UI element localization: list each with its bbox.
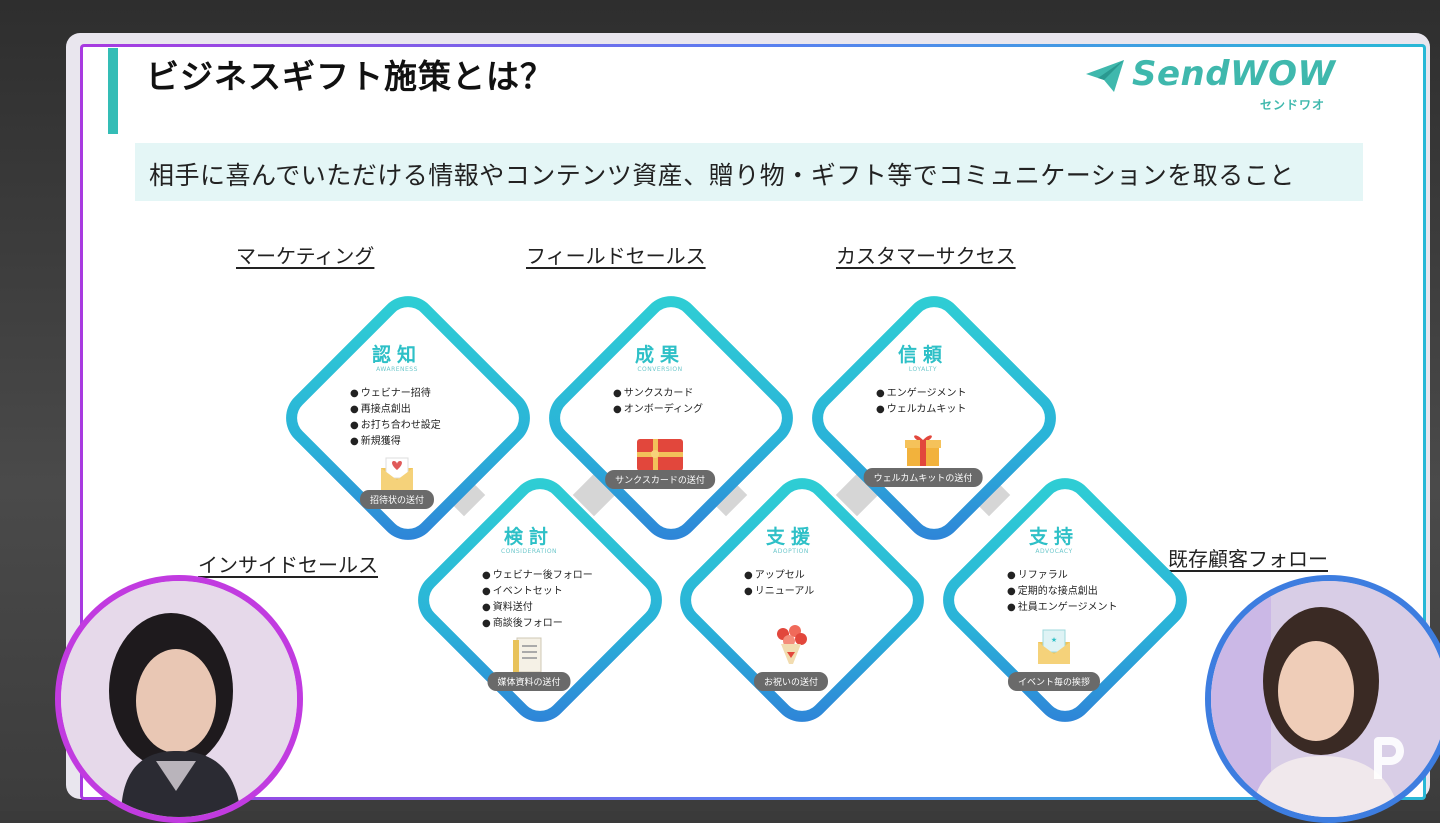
stage-item: 資料送付 xyxy=(482,600,593,616)
stage-card-loyalty: 信頼 LOYALTY エンゲージメント ウェルカムキット ウェルカムキットの送付 xyxy=(798,282,1069,553)
stage-card-conversion: 成果 CONVERSION サンクスカード オンボーディング サンクスカードの送… xyxy=(535,282,806,553)
stage-item: 再接点創出 xyxy=(350,402,441,418)
gift-box-icon xyxy=(905,435,941,466)
gift-card-icon xyxy=(637,439,683,471)
stage-items: ウェビナー後フォロー イベントセット 資料送付 商談後フォロー xyxy=(482,568,593,632)
stage-item: イベントセット xyxy=(482,584,593,600)
p-logo-icon xyxy=(1374,737,1404,779)
stage-item: ウェルカムキット xyxy=(876,402,967,418)
role-existing-customer-follow: 既存顧客フォロー xyxy=(1168,547,1328,571)
stage-card-adoption: 支援 ADOPTION アップセル リニューアル お祝いの送付 xyxy=(666,464,937,735)
tagline-box: 相手に喜んでいただける情報やコンテンツ資産、贈り物・ギフト等でコミュニケーション… xyxy=(135,143,1363,201)
logo-text: SendWOW xyxy=(1132,54,1336,94)
stage-item: リニューアル xyxy=(744,584,815,600)
greeting-card-icon: ★ xyxy=(1038,629,1070,664)
stage-subtitle: ADVOCACY xyxy=(1035,548,1073,555)
slide-title: ビジネスギフト施策とは？ xyxy=(146,57,554,96)
presenter-left-video xyxy=(55,575,303,823)
stage-subtitle: ADOPTION xyxy=(773,548,809,555)
stage-badge: イベント毎の挨拶 xyxy=(1007,672,1101,691)
title-accent-bar xyxy=(108,48,118,134)
stage-title: 認知 xyxy=(371,344,422,366)
flower-bouquet-icon xyxy=(777,625,807,664)
stage-item: オンボーディング xyxy=(613,402,703,418)
stage-title: 支持 xyxy=(1028,526,1079,548)
role-customer-success: カスタマーサクセス xyxy=(836,244,1016,268)
stage-item: 社員エンゲージメント xyxy=(1007,600,1118,616)
stage-items: アップセル リニューアル xyxy=(744,568,815,600)
stage-title: 支援 xyxy=(765,526,816,548)
stage-items: サンクスカード オンボーディング xyxy=(613,386,703,418)
stage-item: 定期的な接点創出 xyxy=(1007,584,1118,600)
stage-subtitle: AWARENESS xyxy=(376,366,418,373)
document-icon xyxy=(513,637,542,673)
tagline-text: 相手に喜んでいただける情報やコンテンツ資産、贈り物・ギフト等でコミュニケーション… xyxy=(149,161,1295,190)
stage-items: ウェビナー招待 再接点創出 お打ち合わせ設定 新規獲得 xyxy=(350,386,441,450)
stage-item: 新規獲得 xyxy=(350,434,441,450)
role-field-sales: フィールドセールス xyxy=(526,244,706,268)
stage-subtitle: CONSIDERATION xyxy=(500,548,558,555)
stage-item: アップセル xyxy=(744,568,814,584)
stage-badge: 招待状の送付 xyxy=(359,490,435,509)
stage-item: ウェビナー後フォロー xyxy=(482,568,593,584)
presenter-right-video xyxy=(1205,575,1440,823)
role-inside-sales: インサイドセールス xyxy=(198,553,378,577)
stage-badge: ウェルカムキットの送付 xyxy=(863,468,983,487)
role-marketing: マーケティング xyxy=(236,244,375,268)
stage-card-advocacy: 支持 ADVOCACY リファラル 定期的な接点創出 社員エンゲージメント ★ … xyxy=(929,464,1200,735)
stage-items: エンゲージメント ウェルカムキット xyxy=(876,386,967,418)
invitation-envelope-icon xyxy=(381,457,413,490)
stage-badge: お祝いの送付 xyxy=(753,672,829,691)
stage-item: 商談後フォロー xyxy=(482,616,593,632)
stage-title: 検討 xyxy=(503,526,554,548)
stage-item: サンクスカード xyxy=(613,386,703,402)
svg-text:★: ★ xyxy=(1051,636,1057,644)
stage-item: お打ち合わせ設定 xyxy=(350,418,441,434)
stage-items: リファラル 定期的な接点創出 社員エンゲージメント xyxy=(1007,568,1118,616)
stage-card-consideration: 検討 CONSIDERATION ウェビナー後フォロー イベントセット 資料送付… xyxy=(404,464,675,735)
stage-subtitle: LOYALTY xyxy=(908,366,938,373)
stage-item: ウェビナー招待 xyxy=(350,386,441,402)
stage-badge: 媒体資料の送付 xyxy=(487,672,571,691)
presenter-right-figure xyxy=(1211,581,1440,817)
stage-badge: サンクスカードの送付 xyxy=(605,470,715,489)
stage-title: 信頼 xyxy=(897,344,948,366)
stage-title: 成果 xyxy=(634,344,685,366)
sendwow-logo: SendWOW センドワオ xyxy=(1084,52,1336,116)
stage-card-awareness: 認知 AWARENESS ウェビナー招待 再接点創出 お打ち合わせ設定 新規獲得… xyxy=(272,282,543,553)
paper-plane-icon xyxy=(1086,60,1124,92)
logo-subtext: センドワオ xyxy=(1260,98,1326,112)
presenter-left-figure xyxy=(61,581,297,817)
stage-subtitle: CONVERSION xyxy=(637,366,683,373)
stage-item: エンゲージメント xyxy=(876,386,967,402)
stage-item: リファラル xyxy=(1007,568,1118,584)
